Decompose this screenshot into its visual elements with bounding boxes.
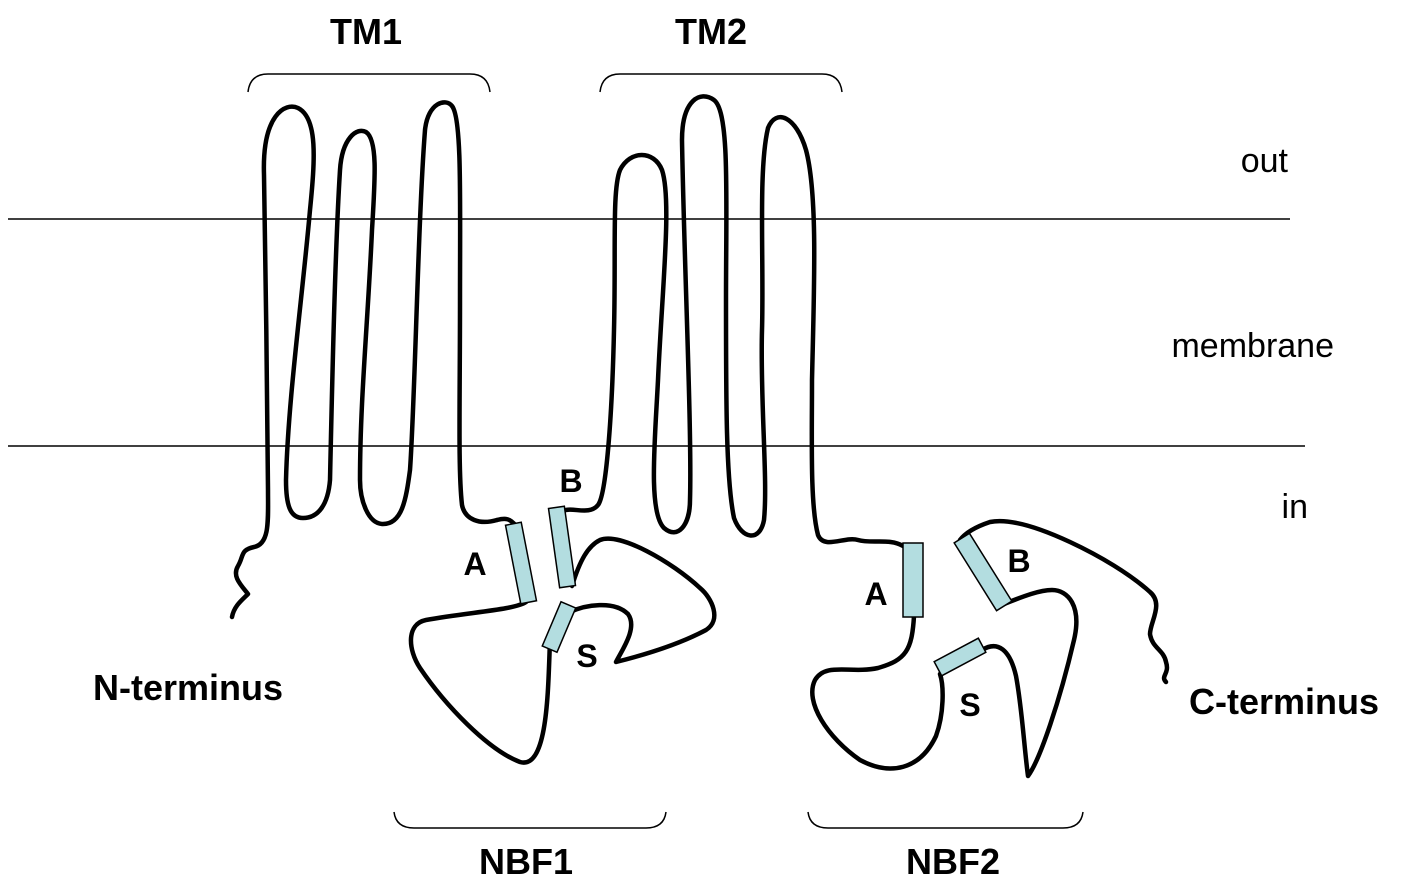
nbf2-motif-a-label: A bbox=[864, 576, 887, 612]
nbf1-walker-b-box bbox=[547, 505, 577, 589]
tm2-brace bbox=[599, 73, 843, 93]
tm1-chain bbox=[229, 100, 500, 620]
nbf2-b-loop bbox=[957, 518, 1170, 685]
nbf1-walker-a-box bbox=[504, 521, 538, 605]
nbf2-s-loop bbox=[979, 587, 1079, 779]
tm2-label: TM2 bbox=[675, 11, 747, 52]
nbf1-signature-box bbox=[541, 600, 577, 654]
c-terminus-label: C-terminus bbox=[1189, 681, 1379, 722]
nbf1-motif-a-label: A bbox=[463, 546, 486, 582]
nbf2-loop bbox=[810, 613, 945, 771]
nbf2-label: NBF2 bbox=[906, 841, 1000, 881]
region-label-membrane: membrane bbox=[1171, 327, 1334, 365]
nbf1-brace bbox=[393, 811, 667, 829]
nbf2-walker-b-box bbox=[953, 532, 1013, 612]
tm1-brace bbox=[247, 73, 491, 93]
nbf2-motif-s-label: S bbox=[959, 687, 980, 723]
n-terminus-label: N-terminus bbox=[93, 667, 283, 708]
tm2-chain bbox=[563, 94, 906, 549]
region-label-in: in bbox=[1282, 488, 1308, 526]
nbf2-motif-b-label: B bbox=[1007, 543, 1030, 579]
nbf2-walker-a-box bbox=[902, 542, 924, 618]
nbf2-brace bbox=[807, 811, 1084, 829]
nbf1-loop bbox=[408, 599, 553, 765]
tm1-label: TM1 bbox=[330, 11, 402, 52]
nbf1-label: NBF1 bbox=[479, 841, 573, 881]
nbf1-s-to-b bbox=[567, 536, 717, 665]
region-label-out: out bbox=[1241, 142, 1289, 180]
nbf1-motif-s-label: S bbox=[576, 638, 597, 674]
nbf1-motif-b-label: B bbox=[559, 463, 582, 499]
nbf2-signature-box bbox=[933, 637, 987, 677]
